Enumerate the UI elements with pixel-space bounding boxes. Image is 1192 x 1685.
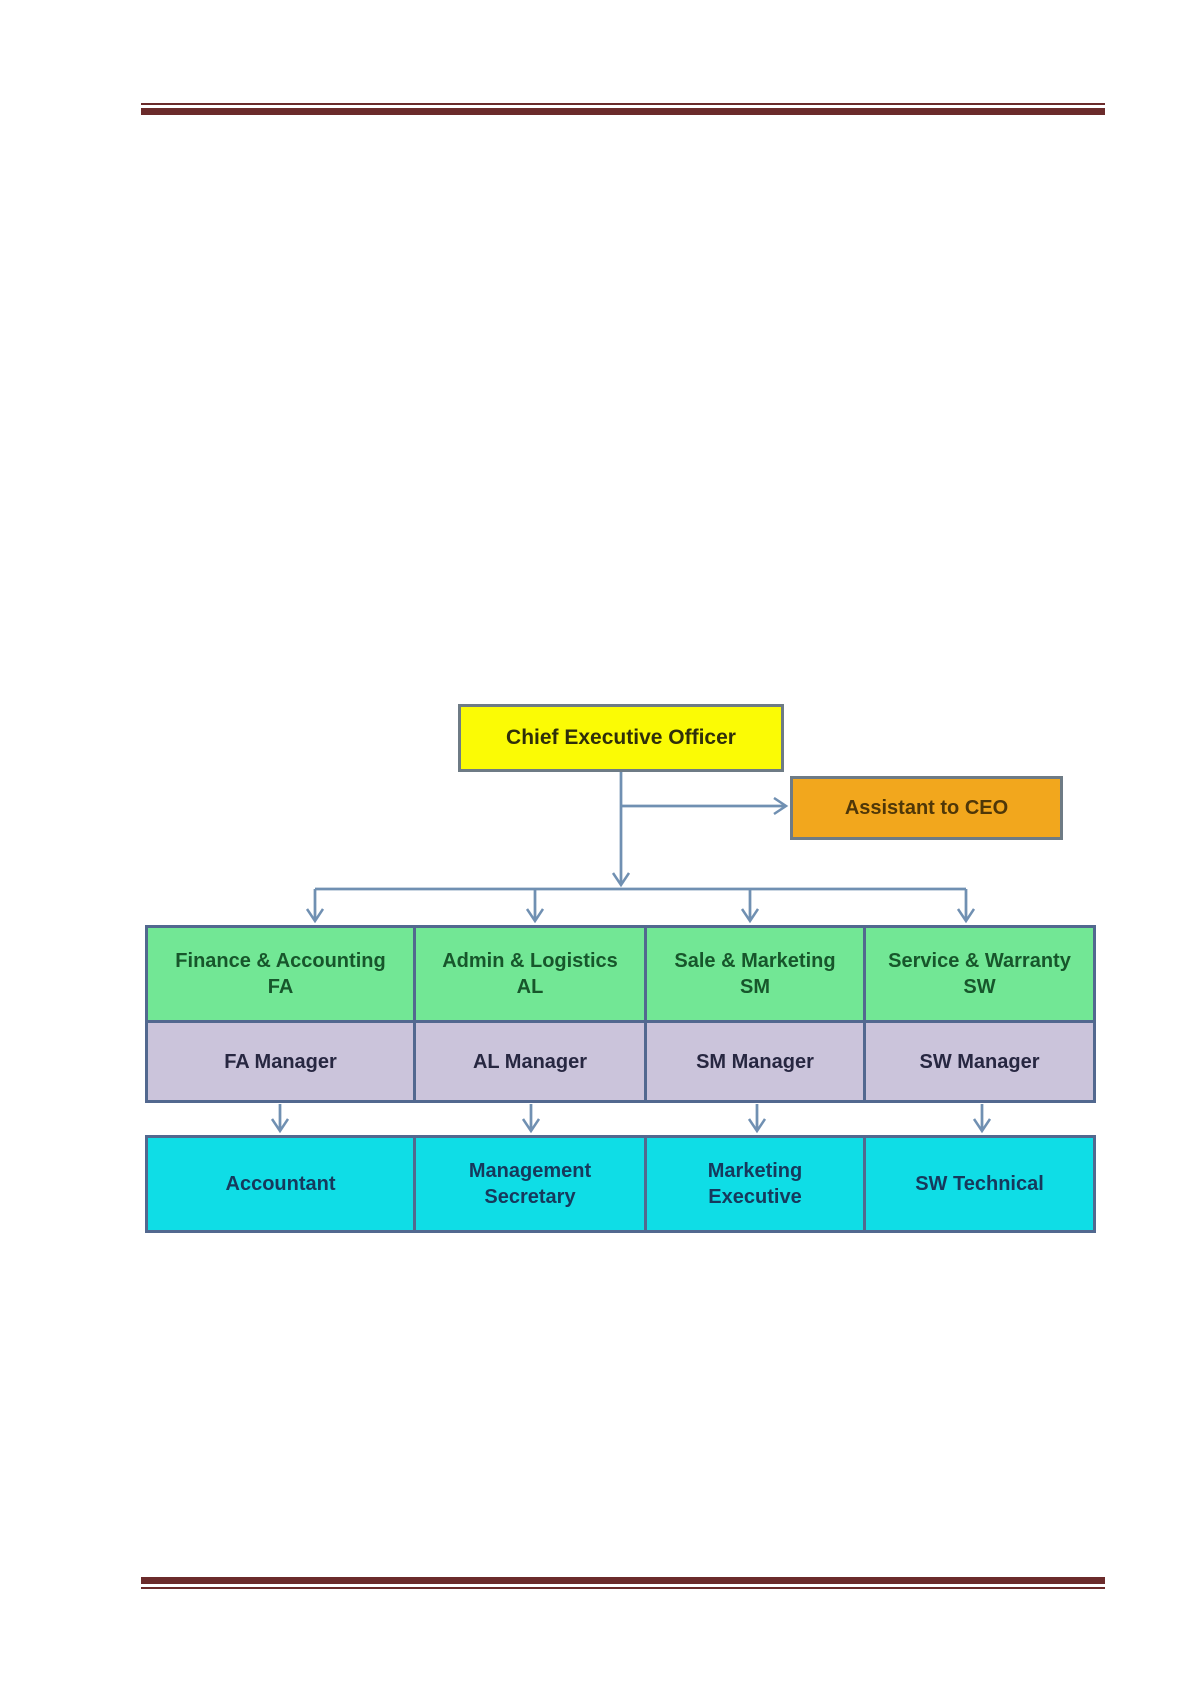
department-manager-table: Finance & Accounting FA Admin & Logistic… bbox=[145, 925, 1096, 1103]
dept-abbr: FA bbox=[267, 976, 294, 998]
staff-row: Accountant Management Secretary Marketin… bbox=[145, 1135, 1096, 1233]
staff-label: Accountant bbox=[225, 1173, 336, 1195]
staff-cell-sm: Marketing Executive bbox=[647, 1138, 866, 1230]
staff-label: SW Technical bbox=[915, 1173, 1044, 1195]
manager-label: SW Manager bbox=[919, 1050, 1040, 1073]
manager-label: AL Manager bbox=[472, 1050, 588, 1073]
manager-label: FA Manager bbox=[224, 1050, 337, 1073]
top-rule-thin bbox=[141, 103, 1105, 105]
manager-cell-al: AL Manager bbox=[416, 1023, 647, 1100]
dept-cell-sm: Sale & Marketing SM bbox=[647, 928, 866, 1023]
assistant-label: Assistant to CEO bbox=[844, 796, 1009, 819]
staff-cell-sw: SW Technical bbox=[866, 1138, 1093, 1230]
staff-label: Marketing Executive bbox=[707, 1160, 803, 1208]
ceo-label: Chief Executive Officer bbox=[506, 726, 736, 749]
dept-name: Service & Warranty bbox=[888, 950, 1071, 972]
dept-name: Sale & Marketing bbox=[674, 950, 836, 972]
staff-label: Management Secretary bbox=[468, 1160, 592, 1208]
dept-name: Finance & Accounting bbox=[175, 950, 386, 972]
bottom-rule-thin bbox=[141, 1587, 1105, 1589]
dept-name: Admin & Logistics bbox=[442, 950, 618, 972]
manager-cell-sm: SM Manager bbox=[647, 1023, 866, 1100]
top-rule-thick bbox=[141, 108, 1105, 115]
manager-label: SM Manager bbox=[696, 1050, 814, 1073]
assistant-to-ceo-box: Assistant to CEO bbox=[790, 776, 1063, 840]
dept-cell-al: Admin & Logistics AL bbox=[416, 928, 647, 1023]
bottom-rule-thick bbox=[141, 1577, 1105, 1584]
manager-cell-fa: FA Manager bbox=[148, 1023, 416, 1100]
dept-cell-sw: Service & Warranty SW bbox=[866, 928, 1093, 1023]
staff-cell-fa: Accountant bbox=[148, 1138, 416, 1230]
ceo-box: Chief Executive Officer bbox=[458, 704, 784, 772]
dept-cell-fa: Finance & Accounting FA bbox=[148, 928, 416, 1023]
staff-cell-al: Management Secretary bbox=[416, 1138, 647, 1230]
manager-cell-sw: SW Manager bbox=[866, 1023, 1093, 1100]
dept-abbr: AL bbox=[516, 976, 544, 998]
dept-abbr: SW bbox=[963, 976, 996, 998]
dept-abbr: SM bbox=[740, 976, 770, 998]
